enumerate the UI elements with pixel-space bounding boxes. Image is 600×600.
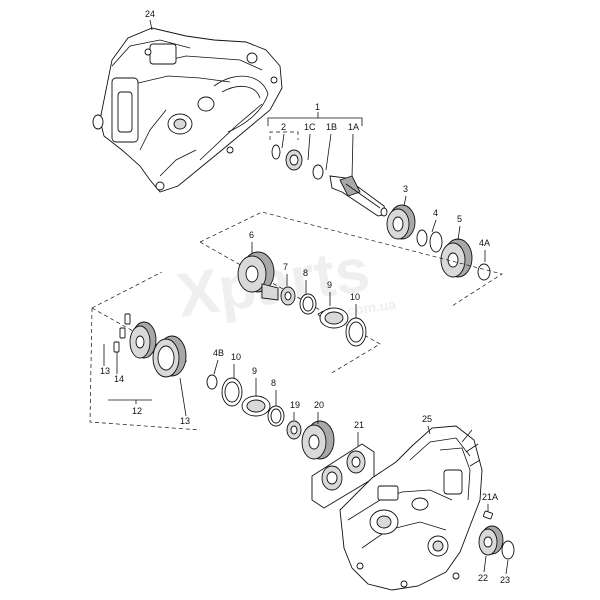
label-6: 6 — [249, 230, 254, 240]
part-1B-ring — [312, 164, 324, 180]
part-22-gear — [478, 525, 504, 556]
part-23-circlip — [501, 540, 515, 560]
part-19-needle-bearing — [286, 420, 302, 440]
part-9b-sleeve — [241, 395, 271, 417]
label-1: 1 — [315, 102, 320, 112]
label-4: 4 — [433, 208, 438, 218]
part-7-needle-bearing — [280, 286, 296, 306]
label-14: 14 — [114, 374, 124, 384]
label-10b: 10 — [231, 352, 241, 362]
part-1C-bearing — [285, 149, 303, 171]
part-4A-circlip — [477, 263, 491, 281]
part-9-sleeve — [317, 307, 349, 329]
label-22: 22 — [478, 573, 488, 583]
label-5: 5 — [457, 214, 462, 224]
part-14-pins — [113, 313, 131, 353]
label-24: 24 — [145, 9, 155, 19]
part-13-sleeve-gear — [152, 335, 187, 378]
part-2-circlip — [271, 144, 281, 160]
part-21-bearing-plate — [311, 443, 375, 509]
part-4B-circlip — [206, 374, 218, 390]
watermark: Xparts .com.ua — [173, 236, 397, 331]
part-25-gearbox-housing — [339, 425, 483, 591]
label-8b: 8 — [271, 378, 276, 388]
part-10-synchro-ring — [345, 317, 367, 347]
part-21A-bolt — [483, 510, 493, 520]
label-8a: 8 — [303, 268, 308, 278]
label-4B: 4B — [213, 348, 224, 358]
label-7: 7 — [283, 262, 288, 272]
label-9a: 9 — [327, 280, 332, 290]
part-10b-synchro-ring — [221, 377, 243, 407]
label-1B: 1B — [326, 122, 337, 132]
label-4A: 4A — [479, 238, 490, 248]
part-12-synchro-hub — [129, 321, 157, 359]
part-3-gear — [386, 204, 416, 240]
part-4-ring — [416, 229, 443, 253]
label-25: 25 — [422, 414, 432, 424]
label-2: 2 — [281, 122, 286, 132]
part-8-synchro-ring — [299, 293, 317, 315]
label-1A: 1A — [348, 122, 359, 132]
label-23: 23 — [500, 575, 510, 585]
part-6-gear — [237, 251, 279, 301]
part-20-gear — [301, 420, 335, 460]
part-5-gear — [440, 238, 473, 278]
label-19: 19 — [290, 400, 300, 410]
label-3: 3 — [403, 184, 408, 194]
group-outline-upper — [199, 211, 503, 375]
part-24-gearbox-housing — [92, 19, 283, 193]
label-13b: 13 — [180, 416, 190, 426]
label-1C: 1C — [304, 122, 316, 132]
label-13a: 13 — [100, 366, 110, 376]
label-10a: 10 — [350, 292, 360, 302]
label-9b: 9 — [252, 366, 257, 376]
label-bracket-1 — [267, 112, 363, 140]
label-20: 20 — [314, 400, 324, 410]
label-12: 12 — [132, 406, 142, 416]
label-21: 21 — [354, 420, 364, 430]
part-1A-input-shaft — [329, 175, 388, 217]
label-21A: 21A — [482, 492, 498, 502]
part-8b-synchro-ring — [267, 405, 285, 427]
